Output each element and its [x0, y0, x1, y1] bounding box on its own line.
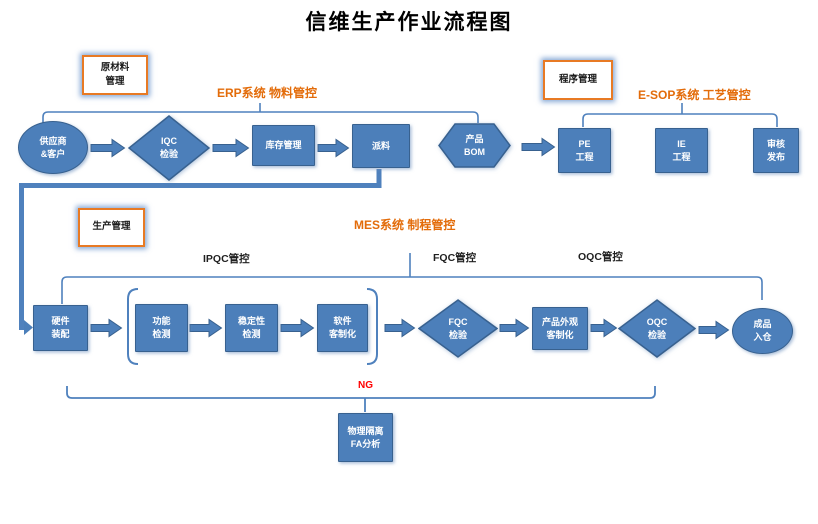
flow-arrow-icon [317, 138, 350, 158]
mes-bracket [61, 276, 763, 304]
fqc-control-label: FQC管控 [433, 252, 477, 264]
node-ie-engineering: IE 工程 [655, 128, 708, 173]
flow-arrow-glyph [499, 318, 530, 338]
node-software-customization: 软件 客制化 [317, 304, 368, 352]
flow-arrow-icon [280, 318, 315, 338]
node-material-dispatch: 派料 [352, 124, 410, 168]
flow-arrow-icon [521, 137, 556, 157]
node-physical-isolation-fa: 物理隔离 FA分析 [338, 413, 393, 462]
flow-arrow-glyph [90, 138, 126, 158]
erp-system-label: ERP系统 物料管控 [217, 86, 318, 100]
flow-arrow-glyph [280, 318, 315, 338]
flow-arrow-icon [212, 138, 250, 158]
node-supplier-customer: 供应商 &客户 [18, 121, 88, 174]
ng-bracket [66, 386, 656, 399]
dispatch-to-assembly-connector [19, 169, 382, 330]
node-appearance-customization: 产品外观 客制化 [532, 307, 588, 350]
node-fqc-inspection: FQC 检验 [418, 299, 498, 358]
flow-arrow-icon [499, 318, 530, 338]
diamond-shape-icon [128, 115, 210, 181]
ipqc-control-label: IPQC管控 [203, 253, 250, 265]
page-title: 信维生产作业流程图 [305, 10, 513, 34]
node-hardware-assembly: 硬件 装配 [33, 305, 88, 351]
flow-arrow-icon [590, 318, 618, 338]
flow-arrow-glyph [90, 318, 123, 338]
connector-arrowhead-icon [24, 320, 33, 335]
flow-arrow-icon [384, 318, 416, 338]
flow-arrow-glyph [189, 318, 223, 338]
flow-arrow-icon [698, 320, 730, 340]
group-bracket-close [366, 288, 378, 365]
raw-material-management-box: 原材料 管理 [82, 55, 148, 95]
mes-system-label: MES系统 制程管控 [354, 218, 456, 232]
flow-arrow-glyph [212, 138, 250, 158]
diamond-shape-icon [618, 299, 696, 358]
ng-label: NG [358, 380, 373, 391]
erp-bracket [42, 111, 479, 123]
flow-arrow-icon [90, 138, 126, 158]
flow-arrow-icon [189, 318, 223, 338]
node-oqc-inspection: OQC 检验 [618, 299, 696, 358]
esop-bracket [582, 113, 778, 127]
node-product-bom: 产品 BOM [438, 123, 511, 168]
flow-arrow-glyph [384, 318, 416, 338]
node-iqc-inspection: IQC 检验 [128, 115, 210, 181]
node-pe-engineering: PE 工程 [558, 128, 611, 173]
flow-arrow-glyph [521, 137, 556, 157]
node-stability-test: 稳定性 检测 [225, 304, 278, 352]
flow-arrow-glyph [317, 138, 350, 158]
node-review-release: 审核 发布 [753, 128, 799, 173]
flow-arrow-glyph [590, 318, 618, 338]
esop-system-label: E-SOP系统 工艺管控 [638, 88, 751, 102]
oqc-control-label: OQC管控 [578, 251, 623, 263]
program-management-box: 程序管理 [543, 60, 613, 100]
hexagon-shape-icon [438, 123, 511, 168]
node-inventory-management: 库存管理 [252, 125, 315, 166]
production-management-box: 生产管理 [78, 208, 145, 247]
node-finished-goods-warehouse: 成品 入仓 [732, 308, 793, 354]
diamond-shape-icon [418, 299, 498, 358]
node-function-test: 功能 检测 [135, 304, 188, 352]
flow-arrow-icon [90, 318, 123, 338]
flow-arrow-glyph [698, 320, 730, 340]
group-bracket-open [127, 288, 139, 365]
